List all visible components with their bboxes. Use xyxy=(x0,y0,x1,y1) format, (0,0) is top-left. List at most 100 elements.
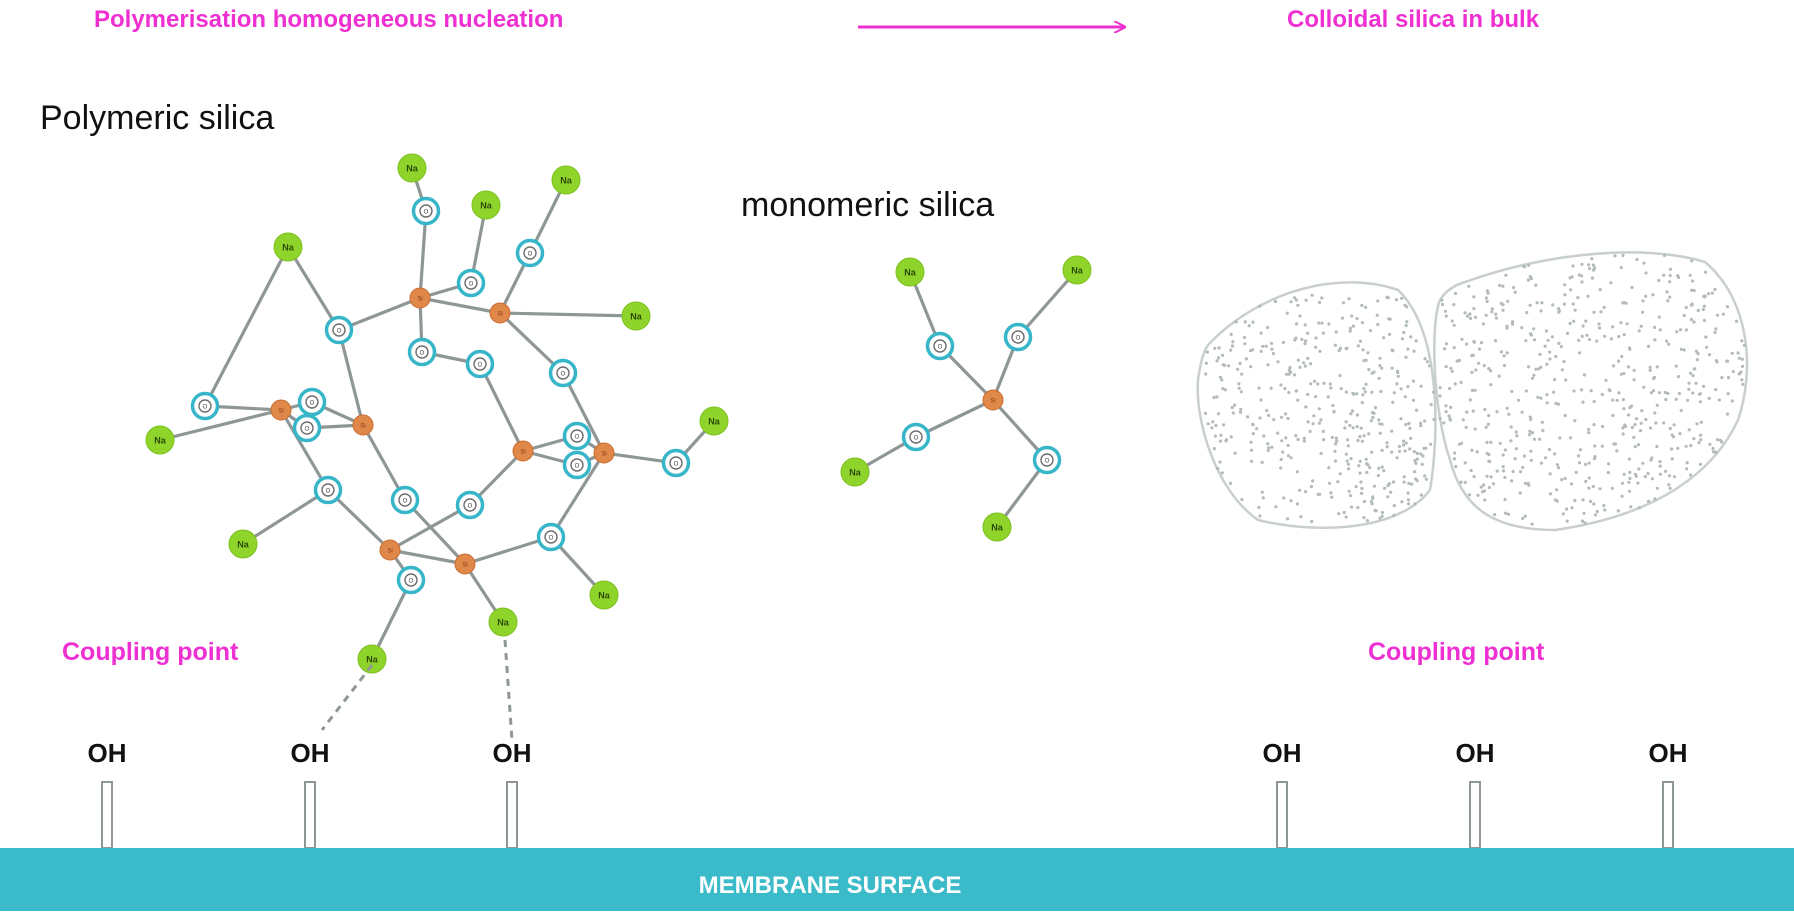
particle-dot xyxy=(1472,475,1476,479)
particle-dot xyxy=(1328,481,1332,485)
particle-dot xyxy=(1581,324,1585,328)
oxygen-atom: O xyxy=(515,238,545,268)
particle-dot xyxy=(1662,253,1667,257)
particle-dot xyxy=(1652,389,1656,393)
particle-dot xyxy=(1705,345,1709,349)
sodium-atom: Na xyxy=(840,457,870,487)
particle-dot xyxy=(1489,475,1493,479)
particle-dot xyxy=(1406,347,1410,351)
particle-dot xyxy=(1587,427,1591,431)
particle-dot xyxy=(1373,406,1378,410)
monomeric-silica-title: monomeric silica xyxy=(741,186,994,224)
particle-dot xyxy=(1484,313,1488,317)
particle-dot xyxy=(1340,316,1344,320)
particle-dot xyxy=(1251,320,1255,324)
particle-dot xyxy=(1270,445,1274,449)
particle-dot xyxy=(1343,426,1347,430)
particle-dot xyxy=(1573,419,1577,423)
oxygen-atom: O xyxy=(313,475,343,505)
particle-dot xyxy=(1494,316,1498,320)
particle-dot xyxy=(1378,364,1382,368)
oxygen-atom: O xyxy=(925,331,955,361)
particle-dot xyxy=(1664,397,1668,402)
particle-dot xyxy=(1574,470,1578,474)
oxygen-atom: O xyxy=(548,358,578,388)
particle-dot xyxy=(1590,257,1594,261)
sodium-label: Na xyxy=(237,540,249,550)
particle-dot xyxy=(1523,265,1527,269)
particle-dot xyxy=(1485,451,1489,455)
particle-dot xyxy=(1520,410,1524,414)
particle-dot xyxy=(1635,257,1639,262)
particle-dot xyxy=(1593,513,1598,517)
particle-dot xyxy=(1387,482,1391,486)
particle-dot xyxy=(1620,494,1624,498)
particle-dot xyxy=(1457,442,1461,446)
particle-dot xyxy=(1249,365,1253,369)
particle-dot xyxy=(1210,426,1214,430)
particle-dot xyxy=(1370,450,1374,454)
particle-dot xyxy=(1319,451,1323,456)
particle-dot xyxy=(1442,421,1446,425)
particle-dot xyxy=(1240,372,1244,376)
particle-dot xyxy=(1359,480,1363,484)
particle-dot xyxy=(1678,432,1682,436)
particle-dot xyxy=(1695,358,1699,362)
particle-dot xyxy=(1304,298,1308,302)
particle-dot xyxy=(1649,458,1653,462)
particle-dot xyxy=(1593,444,1597,448)
particle-dot xyxy=(1506,299,1510,303)
bond-line xyxy=(242,488,329,546)
particle-dot xyxy=(1620,354,1624,359)
particle-dots-small xyxy=(1203,293,1436,524)
particle-dot xyxy=(1510,479,1514,483)
particle-dot xyxy=(1689,317,1694,322)
particle-dot xyxy=(1606,471,1610,475)
particle-dot xyxy=(1617,335,1621,339)
particle-dot xyxy=(1562,302,1566,306)
particle-dot xyxy=(1609,337,1613,341)
particle-dot xyxy=(1692,288,1696,293)
particle-dot xyxy=(1557,466,1561,470)
particle-dot xyxy=(1648,368,1652,372)
particle-dot xyxy=(1429,403,1433,407)
particle-dot xyxy=(1658,460,1662,464)
particle-dot xyxy=(1563,413,1567,418)
particle-dot xyxy=(1212,395,1216,400)
particle-dot xyxy=(1239,390,1243,394)
particle-dot xyxy=(1696,352,1700,356)
particle-dot xyxy=(1413,502,1417,506)
particle-dot xyxy=(1247,324,1251,328)
particle-dot xyxy=(1475,450,1479,454)
particle-dot xyxy=(1281,340,1285,345)
particle-dot xyxy=(1617,391,1621,395)
particle-dot xyxy=(1237,382,1241,386)
particle-dot xyxy=(1303,342,1307,346)
sodium-atom: Na xyxy=(982,512,1012,542)
particle-dot xyxy=(1486,422,1490,426)
particle-dot xyxy=(1276,431,1280,435)
particle-dot xyxy=(1491,482,1496,486)
particle-dot xyxy=(1383,486,1387,490)
bond-line xyxy=(389,503,471,552)
particle-dot xyxy=(1517,398,1521,402)
particle-dot xyxy=(1690,259,1694,263)
particle-dot xyxy=(1625,322,1629,326)
sodium-atom: Na xyxy=(621,301,651,331)
particle-dot xyxy=(1320,321,1324,325)
particle-dot xyxy=(1502,363,1507,368)
particle-dot xyxy=(1532,327,1536,331)
particle-dot xyxy=(1615,398,1619,402)
particle-dot xyxy=(1720,440,1724,444)
particle-dot xyxy=(1392,504,1396,508)
oh-group: OH xyxy=(88,738,127,849)
particle-dot xyxy=(1266,325,1270,330)
bond-line xyxy=(338,296,421,332)
particle-dot xyxy=(1725,412,1730,416)
particle-dot xyxy=(1592,502,1596,506)
particle-dot xyxy=(1292,373,1297,377)
particle-dot xyxy=(1424,446,1428,450)
sodium-label: Na xyxy=(497,618,509,628)
particle-dot xyxy=(1603,508,1607,512)
particle-dot xyxy=(1592,310,1596,314)
